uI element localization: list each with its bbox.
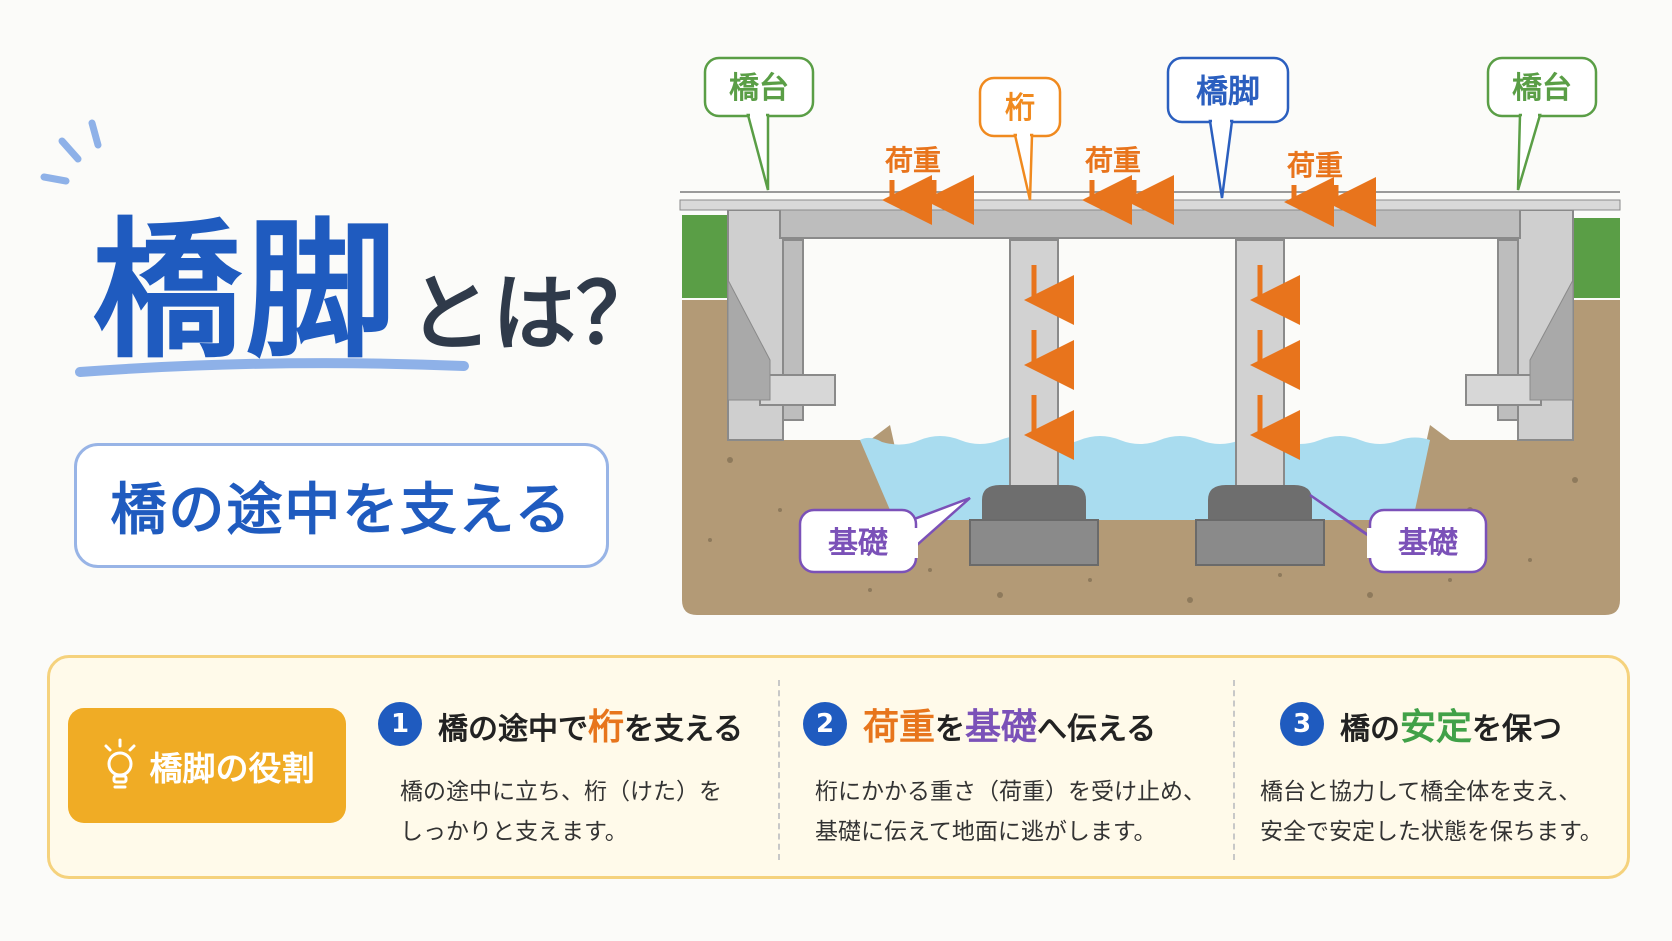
load-label-3: 荷重 (1287, 149, 1343, 182)
girder-deck (679, 191, 1621, 239)
callout-foundation-left: 基礎 (798, 496, 971, 574)
callout-girder: 桁 (978, 76, 1062, 201)
role-head-3: 橋の安定を保つ (1340, 707, 1563, 748)
title-main: 橋脚 (92, 205, 401, 379)
role-desc-3: 橋台と協力して橋全体を支え、 安全で安定した状態を保ちます。 (1260, 779, 1603, 845)
accent-lines (40, 119, 102, 185)
callout-foundation-right: 基礎 (1309, 493, 1488, 574)
grass-left (682, 215, 740, 298)
grass-right (1562, 218, 1620, 298)
load-label-1: 荷重 (885, 144, 941, 177)
role-desc-1: 橋の途中に立ち、桁（けた）を しっかりと支えます。 (400, 779, 722, 845)
roles-panel: 橋脚の役割 1 橋の途中で桁を支える 橋の途中に立ち、桁（けた）を しっかりと支… (47, 655, 1630, 879)
svg-text:橋台: 橋台 (1512, 71, 1572, 106)
bridge-diagram: 荷重 荷重 荷重 橋台 桁 橋脚 橋台 基礎 基礎 (679, 56, 1621, 615)
abutment-right (1465, 209, 1574, 441)
page-title: 橋脚 とは？ (92, 170, 660, 387)
callout-pier: 橋脚 (1166, 56, 1290, 199)
title-underline (75, 358, 469, 377)
svg-text:橋脚: 橋脚 (1196, 72, 1260, 110)
role-head-1: 橋の途中で桁を支える (438, 707, 744, 748)
svg-text:桁: 桁 (1005, 91, 1035, 126)
role-desc-2: 桁にかかる重さ（荷重）を受け止め、 基礎に伝えて地面に逃がします。 (815, 779, 1206, 845)
callout-abutment-left: 橋台 (703, 56, 815, 191)
subtitle-text: 橋の途中を支える (110, 478, 573, 543)
role-item-3: 3 橋の安定を保つ 橋台と協力して橋全体を支え、 安全で安定した状態を保ちます。 (1260, 698, 1603, 852)
soil-texture (708, 457, 1578, 603)
role-head-2: 荷重を基礎へ伝える (863, 707, 1157, 748)
svg-text:橋台: 橋台 (729, 71, 789, 106)
callout-abutment-right: 橋台 (1486, 56, 1598, 191)
roles-badge-label: 橋脚の役割 (149, 748, 315, 788)
svg-text:基礎: 基礎 (1398, 526, 1458, 561)
svg-text:基礎: 基礎 (828, 526, 888, 561)
deck-load-arrows (882, 175, 1376, 227)
role-number-2: 2 (803, 702, 847, 746)
divider-1 (778, 680, 780, 860)
subtitle-box: 橋の途中を支える (74, 443, 609, 568)
abutment-left (727, 209, 836, 441)
divider-2 (1233, 680, 1235, 860)
roles-badge: 橋脚の役割 (68, 708, 346, 823)
lightbulb-icon (104, 738, 135, 788)
role-item-1: 1 橋の途中で桁を支える 橋の途中に立ち、桁（けた）を しっかりと支えます。 (378, 698, 743, 852)
title-sub: とは？ (408, 265, 661, 363)
load-label-2: 荷重 (1085, 144, 1141, 177)
pier-load-arrows (1024, 265, 1300, 460)
role-number-1: 1 (378, 702, 422, 746)
role-number-3: 3 (1280, 702, 1324, 746)
role-item-2: 2 荷重を基礎へ伝える 桁にかかる重さ（荷重）を受け止め、 基礎に伝えて地面に逃… (803, 698, 1206, 852)
